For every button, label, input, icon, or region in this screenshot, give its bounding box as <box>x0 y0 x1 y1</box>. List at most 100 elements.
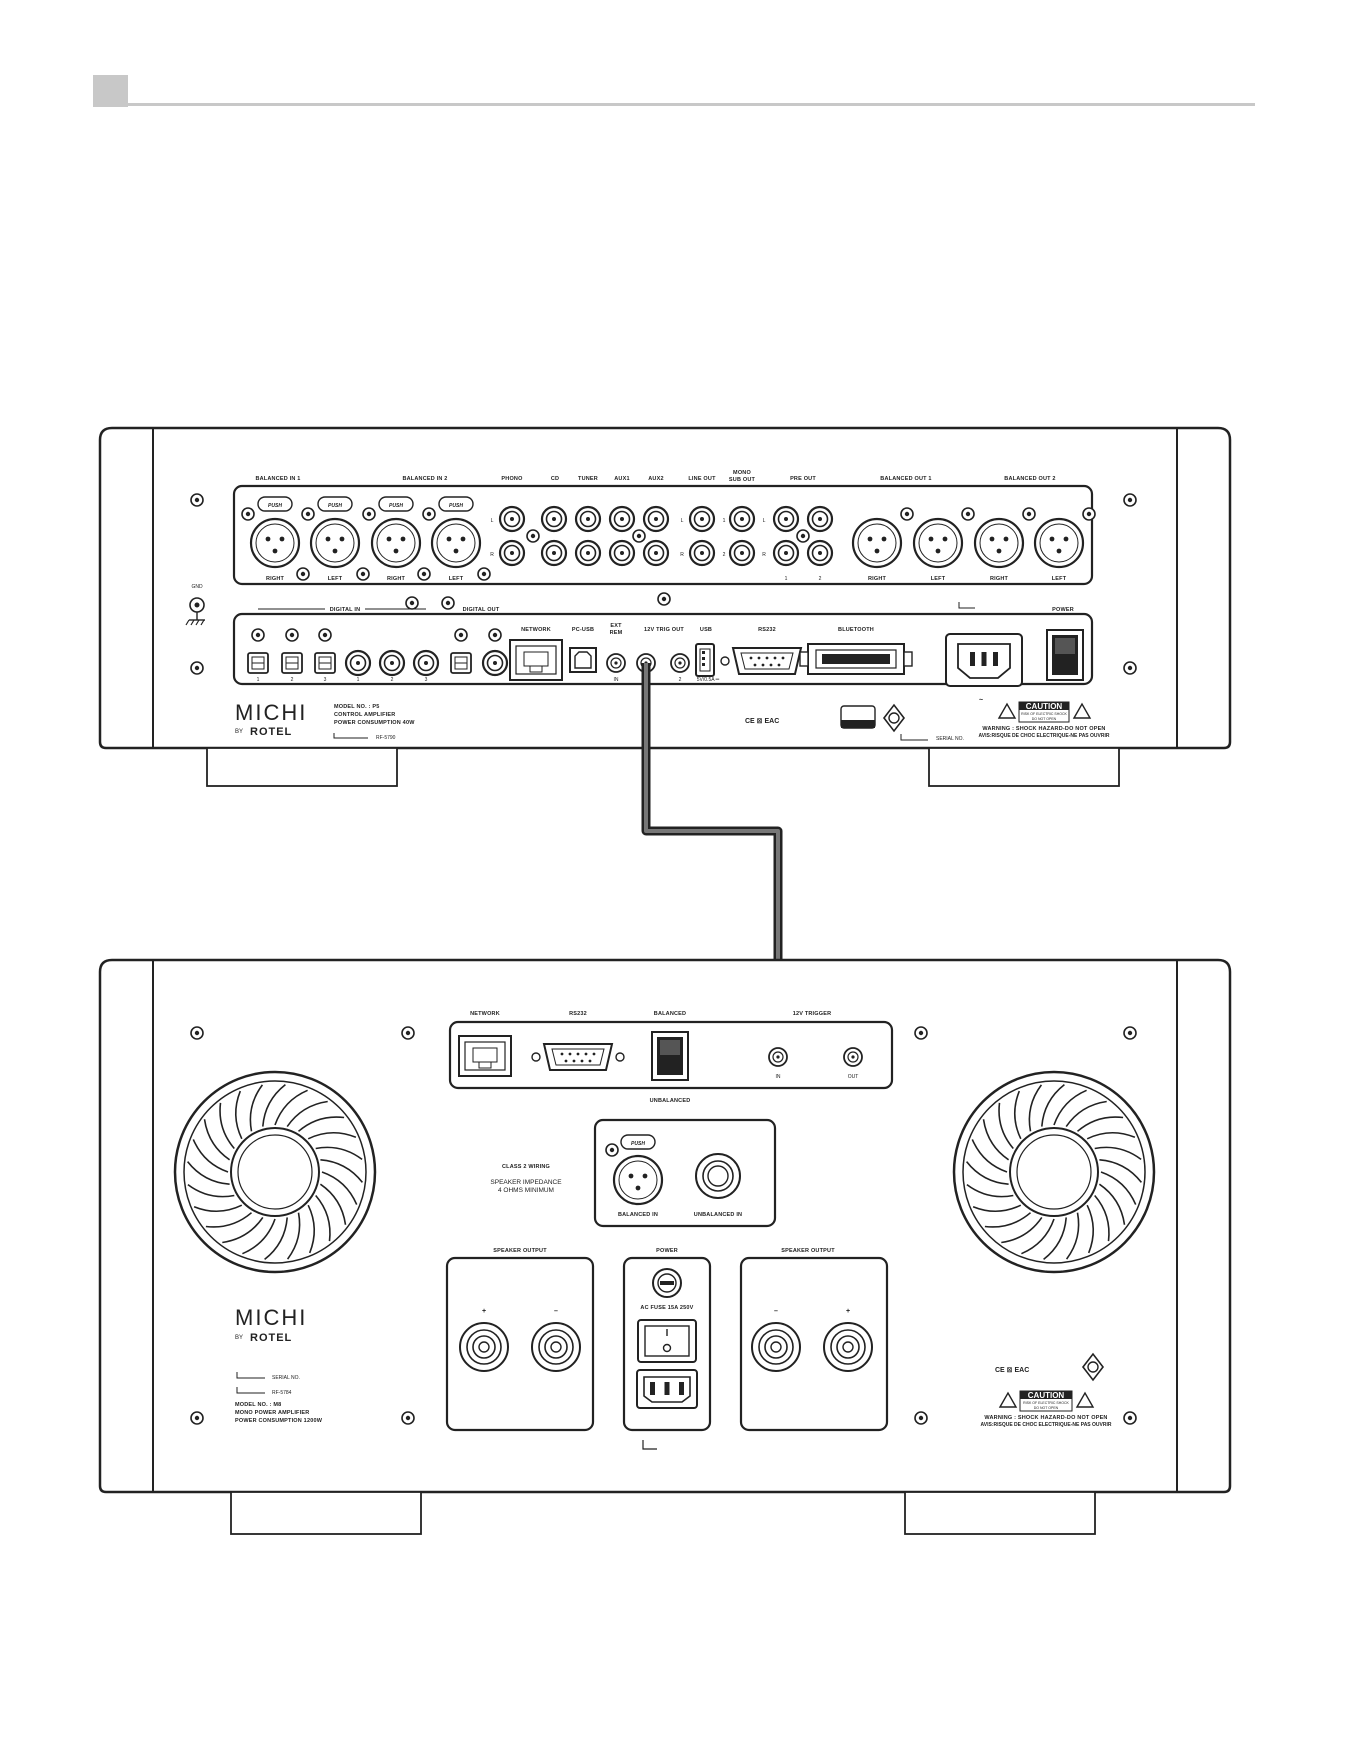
fan-blade <box>1076 1116 1124 1132</box>
fan-blade <box>1094 1146 1142 1161</box>
label-left: LEFT <box>328 576 343 582</box>
fan-blade <box>1043 1217 1067 1261</box>
fan-blade <box>286 1212 301 1260</box>
label-1: 1 <box>357 677 360 683</box>
ac-power-inlet <box>945 633 1023 687</box>
label-model-no: MODEL NO. : P5 <box>334 704 379 710</box>
fan-blade <box>1086 1204 1095 1254</box>
fan-blade <box>1053 1089 1087 1126</box>
label-in: IN <box>614 677 619 683</box>
fan-blade <box>1100 1171 1137 1205</box>
fan-blade <box>319 1183 347 1225</box>
cooling-fan-right <box>952 1070 1156 1274</box>
speaker-output-panel-left <box>445 1256 595 1432</box>
label-balanced-out-1: BALANCED OUT 1 <box>880 476 931 482</box>
fan-blade <box>965 1161 1009 1185</box>
bluetooth-module <box>799 643 913 675</box>
label-phono: PHONO <box>501 476 523 482</box>
avis-text: AVIS:RISQUE DE CHOC ELECTRIQUE-NE PAS OU… <box>979 733 1110 739</box>
label-speaker-output: SPEAKER OUTPUT <box>781 1248 835 1254</box>
caution-sub-2: DO NOT OPEN <box>1034 1406 1059 1410</box>
fan-blade <box>320 1159 364 1183</box>
label-power: POWER <box>656 1248 678 1254</box>
network-port <box>509 639 563 681</box>
rotel-logo: ROTEL <box>250 1332 292 1344</box>
fan-blade <box>262 1083 286 1127</box>
m8-foot-right <box>904 1491 1096 1535</box>
avis-text: AVIS:RISQUE DE CHOC ELECTRIQUE-NE PAS OU… <box>981 1422 1112 1428</box>
label-3: 3 <box>324 677 327 683</box>
label-unbalanced-in: UNBALANCED IN <box>694 1212 742 1218</box>
label-right: RIGHT <box>266 576 285 582</box>
label-3: 3 <box>425 677 428 683</box>
label-2: 2 <box>723 552 726 558</box>
balanced-switch <box>651 1031 689 1081</box>
label-bluetooth: BLUETOOTH <box>838 627 874 633</box>
fan-blade <box>286 1100 328 1128</box>
label-left: LEFT <box>1052 576 1067 582</box>
label-minus: – <box>774 1308 778 1315</box>
fan-blade <box>222 1216 264 1244</box>
label-12v-trigger: 12V TRIGGER <box>793 1011 832 1017</box>
unbalanced-input-connector <box>695 1153 741 1199</box>
fan-blade <box>1099 1159 1143 1183</box>
label-l: L <box>681 518 684 524</box>
label-2: 2 <box>291 677 294 683</box>
fan-blade <box>321 1171 358 1205</box>
label-serial-no: SERIAL NO. <box>272 1375 300 1381</box>
push-label: PUSH <box>328 503 342 509</box>
label-minus: – <box>554 1308 558 1315</box>
caution-sub-1: RISK OF ELECTRIC SHOCK <box>1021 712 1067 716</box>
rotel-logo: ROTEL <box>250 726 292 738</box>
label-rf-code: RF-5790 <box>376 735 396 741</box>
rcm-mark-icon <box>1081 1352 1105 1382</box>
trigger-out-jack <box>843 1047 863 1067</box>
label-ext: EXT <box>610 623 622 629</box>
fan-blade <box>966 1183 1014 1198</box>
fan-blade <box>1013 1090 1022 1140</box>
fan-blade <box>205 1212 253 1228</box>
label-model-desc: MONO POWER AMPLIFIER <box>235 1410 309 1416</box>
fan-blade <box>315 1146 363 1161</box>
warning-text: WARNING : SHOCK HAZARD-DO NOT OPEN <box>982 726 1105 732</box>
fan-blade <box>1028 1084 1043 1132</box>
label-r: R <box>762 552 766 558</box>
label-class2-wiring: CLASS 2 WIRING <box>502 1164 550 1170</box>
label-rs232: RS232 <box>569 1011 587 1017</box>
label-right: RIGHT <box>868 576 887 582</box>
fan-blade <box>1041 1083 1065 1127</box>
power-switch <box>637 1319 697 1363</box>
label-left: LEFT <box>449 576 464 582</box>
label-gnd: GND <box>191 584 203 590</box>
label-power: POWER <box>1052 607 1074 613</box>
optical-input-connector <box>247 652 336 674</box>
fan-blade <box>249 1084 264 1132</box>
label-sub-out: SUB OUT <box>729 477 756 483</box>
label-unbalanced: UNBALANCED <box>650 1098 691 1104</box>
label-2: 2 <box>391 677 394 683</box>
label-ac-symbol: ~ <box>979 697 983 704</box>
fan-blade <box>1021 1218 1055 1255</box>
fan-blade <box>307 1131 357 1140</box>
label-r: R <box>680 552 684 558</box>
label-impedance-min: 4 OHMS MINIMUM <box>498 1187 554 1194</box>
fan-blade <box>1001 1216 1043 1244</box>
label-usb-rating: 5V/0.5A ═ <box>697 677 720 683</box>
label-pc-usb: PC-USB <box>572 627 594 633</box>
label-impedance: SPEAKER IMPEDANCE <box>490 1179 562 1186</box>
fan-blade <box>264 1217 288 1261</box>
label-model-desc: CONTROL AMPLIFIER <box>334 712 395 718</box>
label-1: 1 <box>785 576 788 582</box>
fan-blade <box>971 1139 1008 1173</box>
label-usb: USB <box>700 627 712 633</box>
label-rem: REM <box>610 630 623 636</box>
fan-blade <box>219 1102 235 1150</box>
label-l: L <box>491 518 494 524</box>
page-header <box>93 75 1255 107</box>
caution-title: CAUTION <box>1028 1391 1065 1400</box>
caution-label <box>998 1390 1095 1412</box>
push-label: PUSH <box>268 503 282 509</box>
label-balanced-out-2: BALANCED OUT 2 <box>1004 476 1055 482</box>
label-1: 1 <box>723 518 726 524</box>
